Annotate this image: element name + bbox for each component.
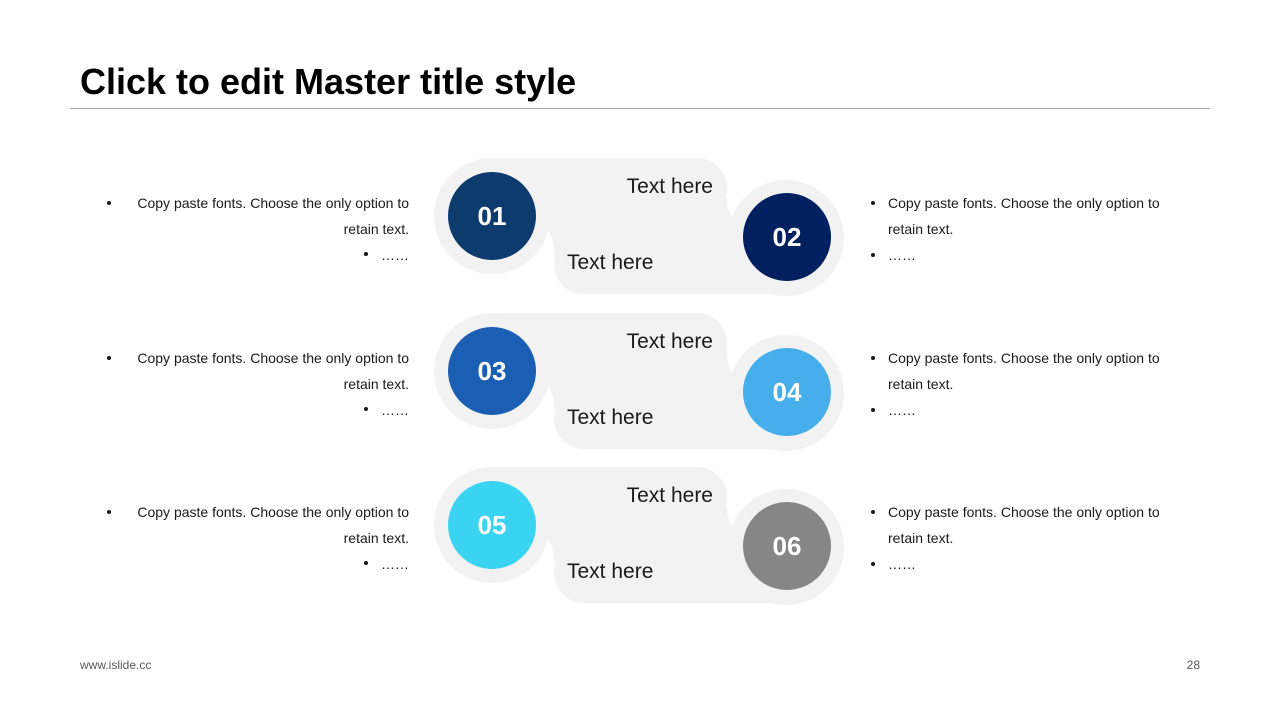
left-text-block[interactable]: Copy paste fonts. Choose the only option… (100, 499, 409, 577)
left-text-block[interactable]: Copy paste fonts. Choose the only option… (100, 345, 409, 423)
bullet-text: Copy paste fonts. Choose the only option… (888, 195, 1160, 211)
step-number-badge[interactable]: 02 (743, 193, 831, 281)
bullet-item: …… (100, 397, 409, 423)
bullet-text: …… (888, 247, 916, 263)
step-row-1: Text here Text here 01 02 Copy paste fon… (0, 158, 1280, 298)
step-number-badge[interactable]: 05 (448, 481, 536, 569)
bullet-continuation: retain text. (888, 376, 954, 392)
bullet-item: Copy paste fonts. Choose the only option… (868, 190, 1188, 216)
step-number-badge[interactable]: 04 (743, 348, 831, 436)
bullet-item: …… (868, 397, 1188, 423)
bullet-dot (871, 253, 875, 257)
page-number: 28 (1186, 658, 1200, 672)
bullet-text: …… (381, 402, 409, 418)
bullet-text: …… (381, 556, 409, 572)
bullet-dot (871, 201, 875, 205)
footer-url: www.islide.cc (80, 658, 152, 672)
bullet-dot (364, 561, 368, 566)
bullet-text: Copy paste fonts. Choose the only option… (888, 504, 1160, 520)
bullet-dot (364, 252, 368, 257)
bullet-continuation: retain text. (343, 221, 409, 237)
bullet-continuation: retain text. (888, 530, 954, 546)
bullet-text: Copy paste fonts. Choose the only option… (888, 350, 1160, 366)
right-text-block[interactable]: Copy paste fonts. Choose the only option… (868, 345, 1188, 423)
bullet-item: …… (868, 551, 1188, 577)
step-number-badge[interactable]: 06 (743, 502, 831, 590)
bullet-dot (871, 562, 875, 566)
bullet-dot (107, 201, 111, 205)
bullet-dot (364, 407, 368, 412)
bullet-item: Copy paste fonts. Choose the only option… (868, 499, 1188, 525)
right-text-block[interactable]: Copy paste fonts. Choose the only option… (868, 499, 1188, 577)
bullet-item: Copy paste fonts. Choose the only option… (100, 345, 409, 371)
bullet-text: Copy paste fonts. Choose the only option… (137, 504, 409, 520)
bullet-text: …… (888, 556, 916, 572)
title-divider (70, 108, 1210, 109)
right-text-block[interactable]: Copy paste fonts. Choose the only option… (868, 190, 1188, 268)
bullet-dot (107, 510, 111, 514)
bullet-item: Copy paste fonts. Choose the only option… (100, 190, 409, 216)
bullet-item: …… (100, 551, 409, 577)
step-number-badge[interactable]: 01 (448, 172, 536, 260)
bullet-text: Copy paste fonts. Choose the only option… (137, 350, 409, 366)
bullet-dot (871, 356, 875, 360)
step-number-badge[interactable]: 03 (448, 327, 536, 415)
bullet-dot (107, 356, 111, 360)
bullet-item: …… (868, 242, 1188, 268)
step-row-3: Text here Text here 05 06 Copy paste fon… (0, 467, 1280, 607)
bullet-continuation: retain text. (888, 221, 954, 237)
bullet-dot (871, 408, 875, 412)
bullet-text: Copy paste fonts. Choose the only option… (137, 195, 409, 211)
bullet-item: …… (100, 242, 409, 268)
left-text-block[interactable]: Copy paste fonts. Choose the only option… (100, 190, 409, 268)
bullet-item: Copy paste fonts. Choose the only option… (100, 499, 409, 525)
bullet-dot (871, 510, 875, 514)
step-row-2: Text here Text here 03 04 Copy paste fon… (0, 313, 1280, 453)
bullet-item: Copy paste fonts. Choose the only option… (868, 345, 1188, 371)
slide-title[interactable]: Click to edit Master title style (80, 61, 577, 102)
bullet-text: …… (888, 402, 916, 418)
bullet-continuation: retain text. (343, 530, 409, 546)
bullet-continuation: retain text. (343, 376, 409, 392)
bullet-text: …… (381, 247, 409, 263)
